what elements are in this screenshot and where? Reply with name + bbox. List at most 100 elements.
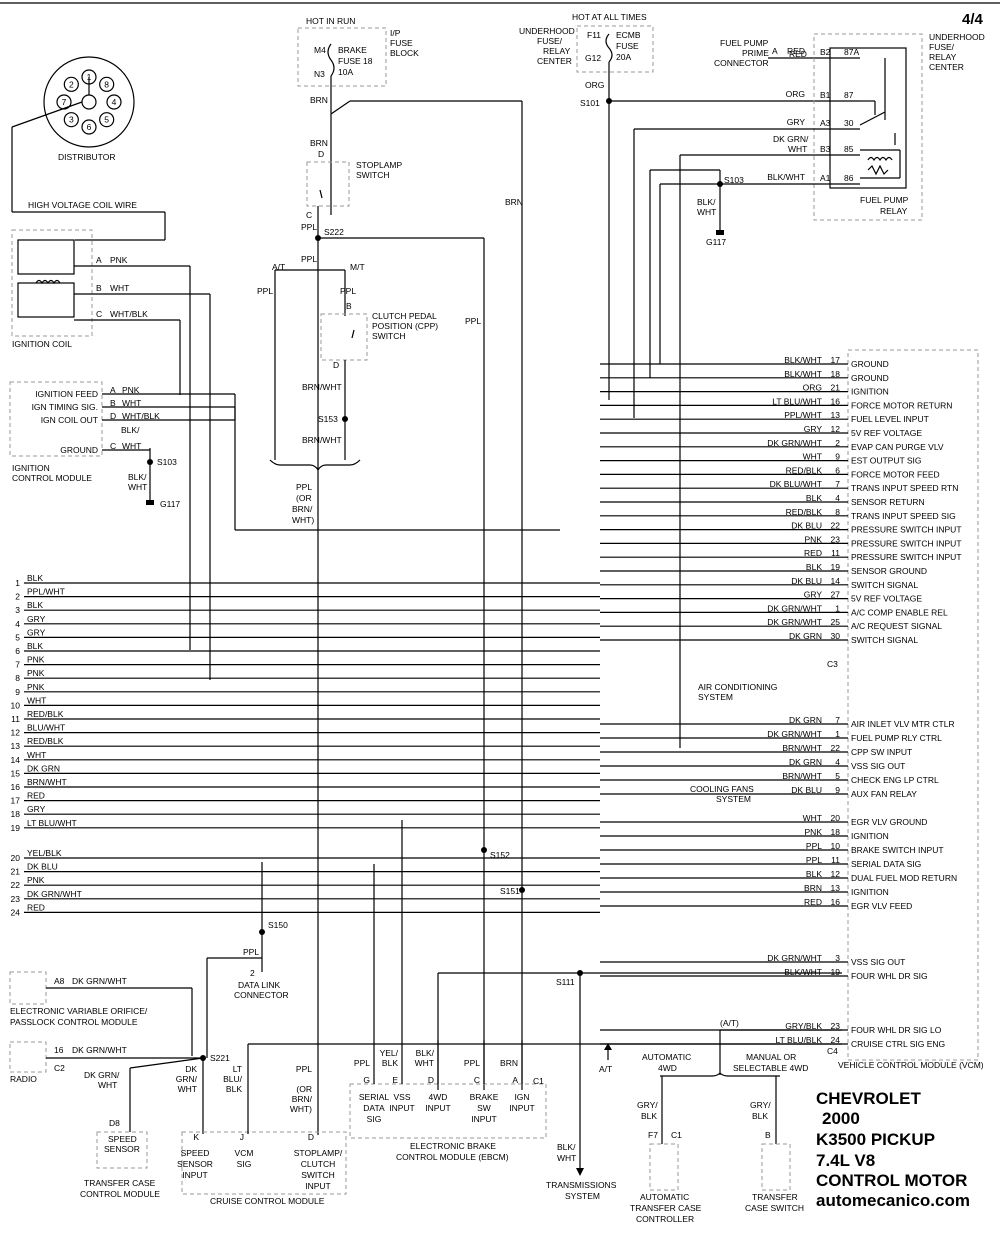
ebcm-input-name: IGN <box>514 1092 529 1102</box>
left-line-number: 7 <box>15 660 20 670</box>
vcm-wire-color: BLK/WHT <box>784 369 822 379</box>
vcm-pin-number: 12 <box>831 869 841 879</box>
stoplamp-label-2: SWITCH <box>356 170 390 180</box>
left-line-color: LT BLU/WHT <box>27 818 77 828</box>
ebcm-input-name: DATA <box>363 1103 385 1113</box>
evo-color: DK GRN/WHT <box>72 976 127 986</box>
a4wd-conn: C1 <box>671 1130 682 1140</box>
cruise-control-module <box>181 1131 347 1195</box>
ip-fuse-label-3: BLOCK <box>390 48 419 58</box>
title-year: 2000 <box>822 1109 860 1128</box>
cruise-wire-color: GRN/ <box>176 1074 198 1084</box>
ebcm-input-name: SIG <box>367 1114 382 1124</box>
uh-right-2: FUSE/ <box>929 42 955 52</box>
evo-pin: A8 <box>54 976 65 986</box>
icm-wire-color: WHT <box>122 398 141 408</box>
at-label: A/T <box>272 262 285 272</box>
ebcm-wire-color: BLK <box>382 1058 398 1068</box>
cruise-wire-color: WHT) <box>290 1104 312 1114</box>
cruise-pin: K <box>193 1132 199 1142</box>
relay-cavity: B1 <box>820 90 831 100</box>
left-line-number: 22 <box>11 880 21 890</box>
ebcm-pin: G <box>363 1075 370 1085</box>
vcm-pin-name: PRESSURE SWITCH INPUT <box>851 538 962 548</box>
cruise-wire-color: (OR <box>296 1084 312 1094</box>
radio-color: DK GRN/WHT <box>72 1045 127 1055</box>
ac-system-1: AIR CONDITIONING <box>698 682 777 692</box>
vcm-pin-number: 2 <box>835 438 840 448</box>
left-line-color: YEL/BLK <box>27 848 62 858</box>
mt-label: M/T <box>350 262 365 272</box>
uh-left-1: UNDERHOOD <box>519 26 575 36</box>
ss-label-1: SPEED <box>108 1134 137 1144</box>
ebcm-wire-color: PPL <box>464 1058 480 1068</box>
vcm-pin-number: 23 <box>831 1021 841 1031</box>
cruise-input-name: SIG <box>237 1159 252 1169</box>
vcm-pin-name: SWITCH SIGNAL <box>851 635 918 645</box>
left-line-number: 16 <box>11 782 21 792</box>
relay-wire-color: RED <box>787 46 805 56</box>
icm-pin: A <box>110 385 116 395</box>
vcm-wire-color: DK BLU/WHT <box>770 479 822 489</box>
auto4wd-label-1: AUTOMATIC <box>642 1052 691 1062</box>
cruise-wire-color: BLK <box>226 1084 242 1094</box>
fpr-gnd-2: WHT <box>697 207 716 217</box>
vcm-wire-color: GRY <box>804 424 823 434</box>
left-line-color: GRY <box>27 627 46 637</box>
cruise-wire-color: WHT <box>178 1084 197 1094</box>
vcm-wire-color: WHT <box>803 452 822 462</box>
ebcm-wire-color: BRN <box>500 1058 518 1068</box>
fpr-gnd-1: BLK/ <box>697 197 716 207</box>
coil-pin: A <box>96 255 102 265</box>
s111-label: S111 <box>556 977 575 987</box>
page-number: 4/4 <box>962 11 984 28</box>
ecmb-label-2: FUSE <box>616 41 639 51</box>
coil-wire-color: PNK <box>110 255 128 265</box>
ppl-long-label: PPL <box>465 316 481 326</box>
vcm-pin-name: SWITCH SIGNAL <box>851 580 918 590</box>
stoplamp-label-1: STOPLAMP <box>356 160 402 170</box>
distributor-terminal <box>81 119 97 135</box>
cruise-label: CRUISE CONTROL MODULE <box>210 1196 325 1206</box>
vcm-wire-color: RED/BLK <box>786 465 823 475</box>
vcm-pin-number: 9 <box>835 785 840 795</box>
left-line-color: PNK <box>27 682 45 692</box>
ts-wire-2: WHT <box>557 1153 576 1163</box>
vcm-wire-color: BLK <box>806 493 822 503</box>
vcm-pin-name: TRANS INPUT SPEED RTN <box>851 483 958 493</box>
ebcm-input-name: VSS <box>393 1092 410 1102</box>
vcm-wire-color: ORG <box>803 383 822 393</box>
title-make: CHEVROLET <box>816 1089 921 1108</box>
brn-wire-1: BRN <box>310 95 328 105</box>
ts-wire-1: BLK/ <box>557 1142 576 1152</box>
vcm-pin-number: 14 <box>831 576 841 586</box>
distributor-terminal <box>106 94 122 110</box>
cruise-pin: D <box>308 1132 314 1142</box>
ebcm-wire-color: PPL <box>354 1058 370 1068</box>
vcm-pin-name: 5V REF VOLTAGE <box>851 428 922 438</box>
vcm-wire-color: PPL/WHT <box>784 410 822 420</box>
cruise-wire-color: PPL <box>296 1064 312 1074</box>
ss-wire-1: DK GRN/ <box>84 1070 120 1080</box>
icm-pin: D <box>110 411 116 421</box>
fpp-color: RED <box>789 49 807 59</box>
left-line-number: 20 <box>11 853 21 863</box>
left-line-number: 2 <box>15 592 20 602</box>
left-line-color: PNK <box>27 875 45 885</box>
distributor-pin-label: 1 <box>87 72 92 82</box>
relay-terminal: 87A <box>844 47 859 57</box>
cooling-fans-1: COOLING FANS <box>690 784 754 794</box>
relay-cavity: B2 <box>820 47 831 57</box>
ebcm-input-name: BRAKE <box>470 1092 499 1102</box>
left-line-color: DK BLU <box>27 862 58 872</box>
cruise-wire-color: BRN/ <box>292 1094 313 1104</box>
vcm-wire-color: DK GRN <box>789 715 822 725</box>
cruise-input-name: SPEED <box>181 1148 210 1158</box>
m4wd-wire-2: BLK <box>752 1111 768 1121</box>
man4wd-label-1: MANUAL OR <box>746 1052 796 1062</box>
vcm-pin-number: 4 <box>835 493 840 503</box>
vcm-pin-number: 1 <box>835 603 840 613</box>
vcm-pin-number: 11 <box>831 548 840 558</box>
brn-long-label: BRN <box>505 197 523 207</box>
